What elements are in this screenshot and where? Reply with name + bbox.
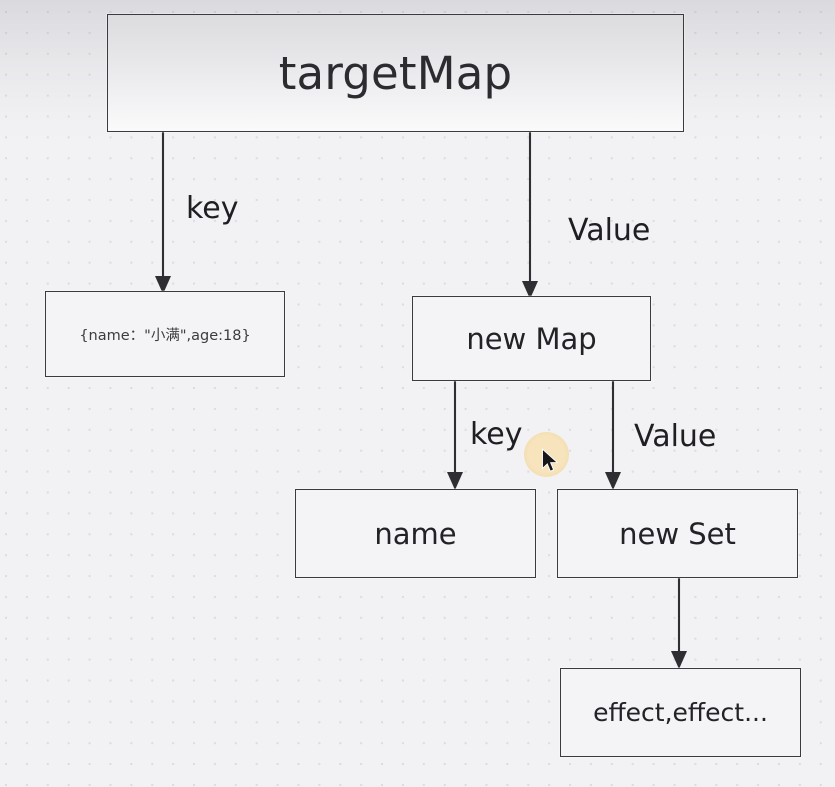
edge-label-value-targetmap: Value bbox=[568, 213, 651, 248]
node-object-literal[interactable]: {name："小满",age:18} bbox=[45, 291, 285, 377]
node-targetmap[interactable]: targetMap bbox=[107, 14, 684, 132]
mouse-cursor-icon bbox=[542, 448, 559, 472]
node-new-map[interactable]: new Map bbox=[412, 296, 651, 381]
edge-label-key-targetmap: key bbox=[186, 191, 239, 226]
edge-targetmap-to-newmap bbox=[522, 130, 538, 299]
node-effects[interactable]: effect,effect... bbox=[560, 668, 801, 757]
edge-label-key-newmap: key bbox=[470, 417, 523, 452]
edge-label-value-newmap: Value bbox=[634, 419, 717, 454]
edge-newmap-to-name bbox=[447, 380, 463, 490]
node-name-key[interactable]: name bbox=[295, 489, 536, 578]
edge-newmap-to-newset bbox=[605, 380, 621, 490]
cursor-click-highlight bbox=[524, 432, 569, 477]
edge-newset-to-effects bbox=[671, 577, 687, 669]
edge-targetmap-to-object bbox=[155, 130, 171, 294]
node-new-set[interactable]: new Set bbox=[557, 489, 798, 578]
